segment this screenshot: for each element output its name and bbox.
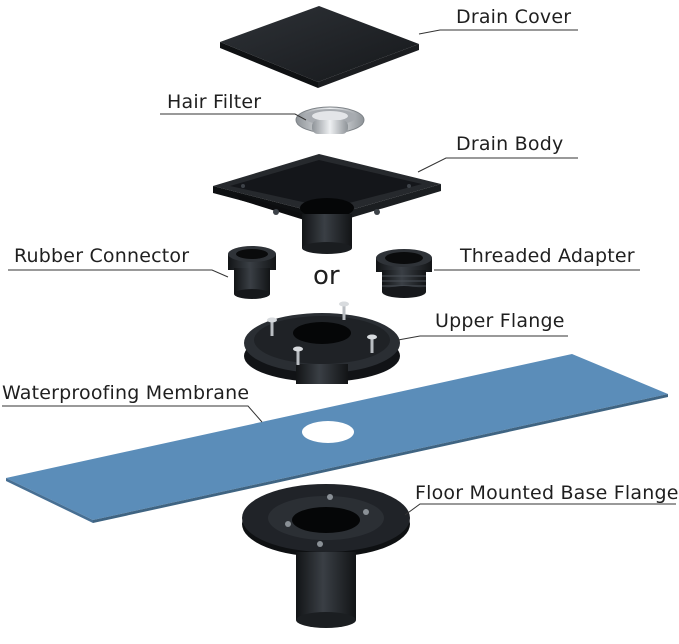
leader-hair-filter (160, 113, 307, 121)
rubber-connector-part (228, 246, 276, 299)
threaded-adapter-label: Threaded Adapter (460, 245, 635, 267)
rubber-connector-label: Rubber Connector (14, 245, 190, 267)
floor-base-flange-label: Floor Mounted Base Flange (415, 482, 679, 504)
waterproofing-membrane-label: Waterproofing Membrane (2, 382, 250, 404)
upper-flange-label: Upper Flange (435, 310, 565, 332)
leader-drain-body (417, 157, 578, 173)
drain-body-label: Drain Body (456, 133, 564, 155)
upper-flange-part (244, 301, 400, 384)
or-label: or (313, 261, 340, 291)
drain-cover-label: Drain Cover (456, 6, 572, 28)
leader-upper-flange (397, 335, 568, 341)
threaded-adapter-part (376, 249, 432, 298)
leader-floor-base-flange (404, 503, 676, 516)
hair-filter-label: Hair Filter (167, 91, 262, 113)
leader-lines (2, 29, 676, 516)
leader-drain-cover (418, 29, 578, 35)
drain-body-part (213, 154, 441, 254)
floor-base-flange-part (242, 484, 410, 628)
waterproofing-membrane-part (6, 354, 668, 523)
leader-waterproofing-membrane (2, 405, 263, 423)
hair-filter-part (295, 106, 365, 134)
leader-rubber-connector (8, 269, 229, 278)
drain-cover-part (220, 6, 419, 88)
